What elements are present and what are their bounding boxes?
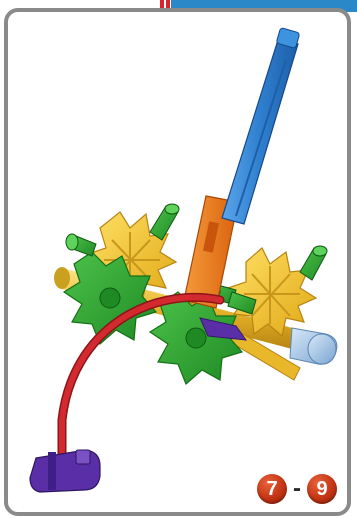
green-peg-right xyxy=(300,246,327,280)
green-peg-left xyxy=(66,234,96,256)
step-end-badge: 9 xyxy=(307,474,337,504)
green-peg-top-left xyxy=(150,204,179,240)
blue-end-cap xyxy=(290,328,337,364)
blue-rod xyxy=(222,28,300,224)
purple-clip xyxy=(30,450,100,492)
step-start-badge: 7 xyxy=(257,474,287,504)
step-range-indicator: 7 - 9 xyxy=(257,474,337,504)
step-range-separator: - xyxy=(293,477,301,501)
